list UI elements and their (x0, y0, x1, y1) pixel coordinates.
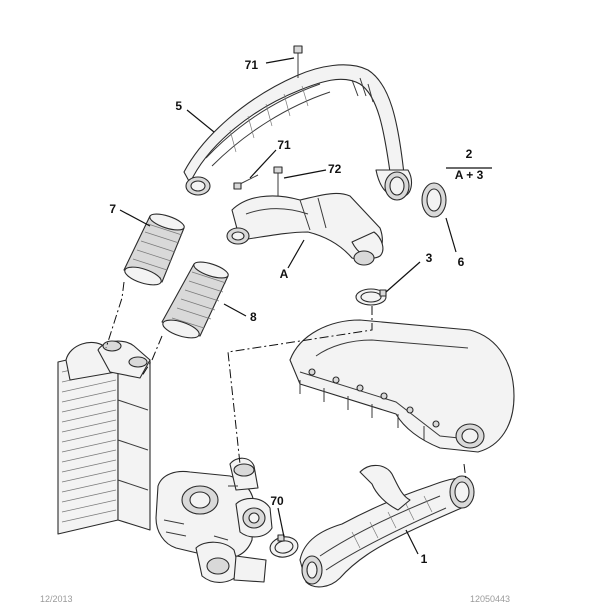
callout-72: 72 (328, 162, 342, 176)
part-3-hose-clamp (355, 288, 387, 306)
footer-codes: 12/2013 12050443 (40, 594, 510, 604)
footer-right-code: 12050443 (470, 594, 510, 604)
callout-8: 8 (250, 310, 257, 324)
bolt-72 (273, 166, 283, 196)
callout-6: 6 (458, 255, 465, 269)
leader-lines (119, 57, 492, 555)
part-70-clamp (269, 534, 299, 558)
callout-3: 3 (426, 251, 433, 265)
alignment-lines (105, 281, 467, 481)
bolt-71-side (233, 174, 259, 190)
part-5-air-intake-pipe (183, 64, 413, 201)
callout-A: A (280, 267, 289, 281)
footer-left-code: 12/2013 (40, 594, 73, 604)
part-6-seal-ring (421, 182, 447, 218)
bolt-71-top (293, 45, 303, 78)
intercooler-radiator (57, 340, 151, 535)
callout-71-top: 71 (245, 58, 259, 72)
part-A-air-duct (226, 192, 384, 266)
callout-7: 7 (109, 202, 116, 216)
callout-71-side: 71 (277, 138, 291, 152)
part-1-lower-intake-pipe (299, 464, 475, 588)
engine-cover (289, 319, 515, 453)
callout-5: 5 (175, 99, 182, 113)
part-7-upper-hose (123, 213, 185, 286)
callout-2: 2 (466, 147, 473, 161)
callout-1: 1 (421, 552, 428, 566)
callout-labels: 71 5 71 72 2 A + 3 7 6 3 A 8 70 1 (109, 58, 483, 566)
callout-a-plus-3: A + 3 (455, 168, 484, 182)
turbocharger (155, 457, 273, 583)
part-8-lower-hose (161, 261, 229, 339)
callout-70: 70 (270, 494, 284, 508)
